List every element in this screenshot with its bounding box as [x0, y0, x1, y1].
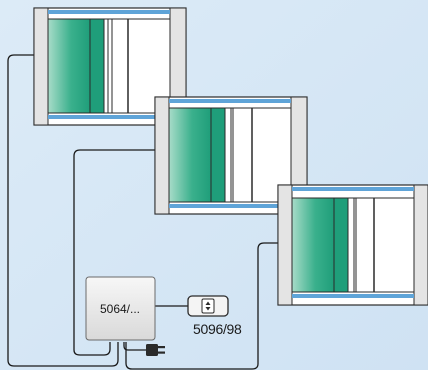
glass-top	[169, 99, 291, 103]
wire-power	[123, 342, 146, 351]
window-1	[33, 7, 187, 126]
wire-window-1	[7, 54, 119, 367]
blind-panel	[210, 107, 226, 203]
glass-bottom	[48, 115, 170, 119]
control-unit-label: 5064/...	[100, 302, 140, 316]
window-left-post	[277, 184, 293, 306]
window-left-post	[154, 96, 170, 215]
blind-panel	[89, 18, 105, 114]
wires	[7, 54, 278, 370]
blind-panel	[47, 18, 91, 114]
sash-bar	[224, 107, 232, 203]
window-3	[277, 184, 428, 306]
power-plug-icon	[146, 344, 165, 356]
sash-bar	[103, 18, 109, 114]
switch-label: 5096/98	[193, 321, 242, 337]
glass-top	[292, 187, 414, 191]
control-unit-box	[85, 276, 156, 341]
wire-window-2	[73, 149, 155, 356]
window-right-post	[413, 184, 428, 306]
blind-panel	[291, 197, 335, 293]
glass-top	[48, 10, 170, 14]
window-left-post	[33, 7, 49, 126]
blind-panel	[168, 107, 212, 203]
glass-bottom	[169, 204, 291, 208]
blind-panel	[333, 197, 349, 293]
switch: 5096/98	[187, 295, 242, 337]
glass-bottom	[292, 294, 414, 298]
control-unit: 5064/...	[85, 276, 156, 341]
wire-window-3	[125, 242, 278, 370]
sash-bar	[347, 197, 355, 293]
switch-icon	[201, 298, 215, 314]
